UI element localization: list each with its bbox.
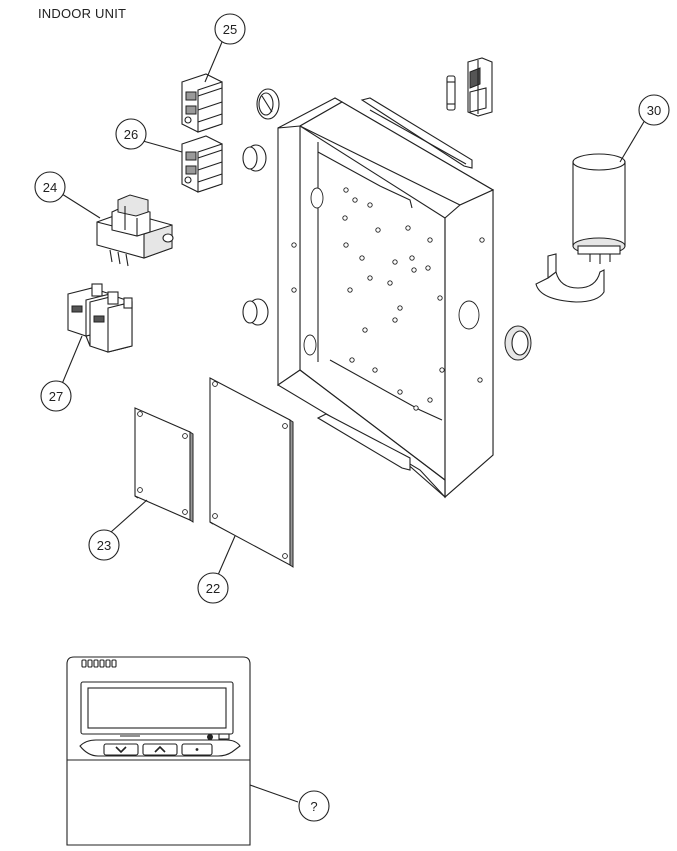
callout-27-label: 27	[49, 389, 63, 404]
control-board-23	[134, 407, 194, 523]
callout-unknown-label: ?	[310, 799, 317, 814]
callout-22: 22	[197, 572, 229, 604]
vent-slots	[81, 659, 117, 668]
leader-lines	[61, 41, 646, 803]
wired-remote-controller	[66, 656, 251, 846]
callout-23: 23	[88, 529, 120, 561]
fuse	[446, 75, 456, 111]
callout-26: 26	[115, 118, 147, 150]
callout-25-label: 25	[223, 22, 237, 37]
callout-25: 25	[214, 13, 246, 45]
callout-24-label: 24	[43, 180, 57, 195]
transformer-24	[96, 194, 174, 267]
callout-26-label: 26	[124, 127, 138, 142]
callout-unknown: ?	[298, 790, 330, 822]
callout-23-label: 23	[97, 538, 111, 553]
callout-22-label: 22	[206, 581, 220, 596]
bushing-top	[256, 88, 280, 120]
down-button	[103, 743, 139, 756]
bushing-lower	[242, 298, 269, 326]
capacitor-bracket	[535, 253, 605, 303]
grommet-right	[504, 325, 532, 361]
mounting-holes	[291, 187, 485, 411]
capacitor-30	[572, 153, 626, 264]
terminal-block-25	[181, 73, 223, 133]
diagram-title: INDOOR UNIT	[38, 6, 127, 21]
terminal-block-26	[181, 135, 223, 193]
relays-27	[67, 283, 133, 353]
callout-30-label: 30	[647, 103, 661, 118]
cover-panel-22	[209, 377, 294, 568]
fuse-holder	[467, 57, 493, 117]
callout-27: 27	[40, 380, 72, 412]
electrical-box	[276, 97, 495, 499]
up-button	[142, 743, 178, 756]
callout-24: 24	[34, 171, 66, 203]
bushing-middle	[242, 144, 267, 172]
callout-30: 30	[638, 94, 670, 126]
